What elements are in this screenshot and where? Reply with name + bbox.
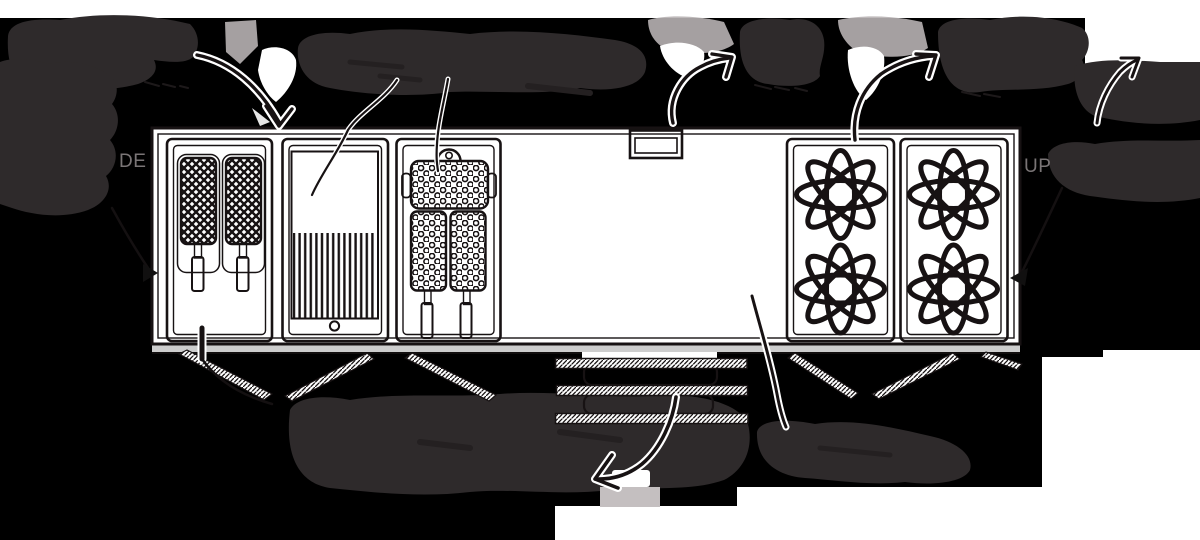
perforated-basket-icon	[449, 210, 487, 292]
arrowhead	[1010, 268, 1028, 286]
burner-icon	[907, 242, 1000, 336]
annotation-blobs	[0, 15, 1200, 495]
mesh-basket-icon	[179, 156, 218, 246]
compartment-inner-frame	[288, 144, 383, 336]
halo-wedge-arrowtip	[252, 108, 270, 126]
right-label-fragment: UP	[1024, 156, 1051, 177]
compartment-inner-frame	[402, 144, 495, 336]
white-bottomright-region	[555, 350, 1200, 540]
halo-soft-burnerarrow	[838, 16, 928, 57]
arrowhead	[710, 52, 734, 79]
shelf-assembly	[554, 352, 749, 425]
text-smudge-1	[525, 83, 593, 96]
arrowhead	[914, 52, 938, 79]
arrow-burners-to-label	[850, 50, 940, 144]
hatched-rail	[554, 412, 749, 425]
arrowhead	[593, 453, 620, 490]
burner-compartment-left	[785, 137, 896, 343]
perforated-basket-compartment	[395, 137, 502, 343]
text-smudge-3	[417, 429, 623, 451]
text-fragments: DE UP	[119, 151, 1051, 177]
arrow-topleft-to-plan	[193, 51, 296, 130]
halo-soft-bottomarrow	[600, 487, 660, 507]
burner-icon	[907, 148, 1000, 241]
leader-left-wall	[110, 206, 158, 282]
brace-strip	[403, 352, 498, 402]
burner-icon	[794, 242, 887, 336]
arrowhead	[264, 104, 294, 128]
halo-bright-topleft	[258, 47, 297, 102]
blob-right-middle	[1048, 140, 1200, 202]
arrow-passbox-to-label	[667, 50, 736, 127]
blob-top-right-inner	[739, 18, 825, 86]
floor-plan	[150, 126, 1022, 354]
compartment-frame	[899, 137, 1009, 343]
brace-strip	[786, 352, 860, 400]
basket-handle-stem	[423, 289, 432, 306]
text-smudge-4	[817, 445, 893, 458]
annotation-arrows	[110, 50, 1143, 492]
basket-handle-stem	[462, 289, 471, 306]
compartment-frame	[165, 137, 274, 343]
brace-strip	[283, 352, 376, 402]
basket-handle	[420, 302, 434, 339]
leader-to-grate-compartment	[309, 77, 400, 198]
arrowhead	[143, 264, 158, 282]
compartment-frame	[785, 137, 896, 343]
pass-box-inner	[634, 137, 678, 154]
shelf-backplate	[582, 352, 717, 361]
text-smudge-2	[347, 59, 423, 83]
fry-basket-compartment	[165, 137, 274, 343]
blob-script-ticks	[144, 59, 1001, 458]
compartment-frame	[395, 137, 502, 343]
pass-box-outer	[628, 129, 684, 160]
leader-counter-to-bottomright-label	[748, 292, 790, 431]
grate-compartment	[281, 137, 390, 343]
plan-inner-wall	[157, 133, 1015, 339]
burner-icon	[794, 148, 887, 241]
basket-slot	[176, 153, 221, 274]
left-label-fragment: DE	[119, 151, 146, 172]
side-clip	[401, 172, 412, 199]
knob-icon	[328, 320, 341, 332]
hatched-rail	[555, 384, 749, 397]
burner-compartment-right	[899, 137, 1009, 343]
hatched-rail	[554, 357, 748, 370]
compartment-inner-frame	[172, 144, 267, 336]
compartment-frame	[281, 137, 390, 343]
arrow-small-topright	[1093, 54, 1143, 127]
halo-bright-burnerarrow	[847, 46, 885, 100]
white-topright-corner	[1085, 0, 1200, 64]
leader-right-wall	[1010, 186, 1064, 286]
mesh-basket-icon	[224, 156, 263, 246]
hook-hole	[444, 151, 453, 160]
brace-strip	[979, 351, 1023, 371]
side-clip	[486, 172, 497, 199]
blob-bottom-center	[288, 392, 750, 495]
plan-shadow-band	[152, 344, 1020, 352]
arrowhead	[1119, 56, 1141, 79]
leader-frybaskets-to-bottom-label	[197, 323, 274, 406]
basket-slot	[221, 153, 266, 274]
arrow-shelf-to-bottom-label	[591, 393, 680, 492]
fold-out-braces	[177, 349, 1023, 402]
script-ticks	[144, 81, 1001, 98]
perforated-tray-icon	[409, 159, 490, 210]
blob-top-right-outer	[938, 16, 1089, 93]
leader-to-perforated-basket	[434, 76, 451, 174]
perforated-basket-icon	[409, 210, 448, 292]
grate-stripes-icon	[293, 233, 377, 318]
small-top-edge-box	[628, 129, 684, 160]
basket-handle	[459, 302, 473, 339]
blob-left-middle	[0, 58, 118, 216]
halo-soft-topleft	[225, 20, 258, 64]
blob-right-edge-extension	[1074, 60, 1200, 124]
basket-handle	[236, 256, 250, 292]
basket-handle	[191, 256, 205, 292]
white-top-strip	[0, 0, 1200, 18]
brace-strip	[870, 352, 962, 400]
